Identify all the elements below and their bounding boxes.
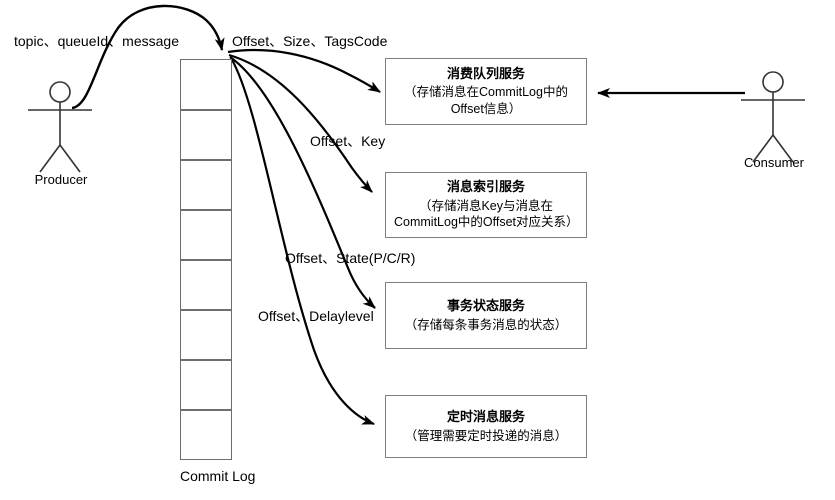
service-box-consume-queue[interactable]: 消费队列服务 （存储消息在CommitLog中的Offset信息） <box>385 58 587 125</box>
service-box-scheduled-message[interactable]: 定时消息服务 （管理需要定时投递的消息） <box>385 395 587 458</box>
service-title: 消费队列服务 <box>446 65 525 81</box>
commit-log-cell <box>180 160 232 210</box>
service-title: 消息索引服务 <box>446 179 525 195</box>
commit-log-cell <box>180 310 232 360</box>
service-box-transaction-state[interactable]: 事务状态服务 （存储每条事务消息的状态） <box>385 282 587 349</box>
flow-label-consume-queue: Offset、Size、TagsCode <box>232 33 388 49</box>
service-title: 事务状态服务 <box>446 297 525 313</box>
flow-label-schedule: Offset、Delaylevel <box>258 308 374 324</box>
consumer-label: Consumer <box>744 155 804 170</box>
commit-log-cell <box>180 210 232 260</box>
commit-log-label: Commit Log <box>180 468 256 484</box>
service-description: （存储消息在CommitLog中的Offset信息） <box>404 85 568 116</box>
service-description: （存储消息Key与消息在CommitLog中的Offset对应关系） <box>394 198 579 230</box>
producer-label: Producer <box>34 172 88 187</box>
arrow-commitlog-to-consume-queue <box>227 48 381 93</box>
commit-log-cell <box>180 59 232 110</box>
producer-figure <box>28 81 92 173</box>
flow-label-index: Offset、Key <box>310 133 386 149</box>
arrow-commitlog-to-scheduled-message <box>230 57 375 426</box>
arrow-producer-to-commitlog <box>71 4 225 110</box>
consumer-figure <box>741 71 805 163</box>
commit-log-cell <box>180 260 232 310</box>
service-description: （管理需要定时投递的消息） <box>404 428 568 443</box>
arrow-commitlog-to-transaction-state <box>229 56 376 309</box>
commit-log-cell <box>180 360 232 410</box>
flow-label-transaction: Offset、State(P/C/R) <box>285 250 416 266</box>
arrow-commitlog-to-message-index <box>228 53 373 193</box>
service-box-message-index[interactable]: 消息索引服务 （存储消息Key与消息在CommitLog中的Offset对应关系… <box>385 172 587 238</box>
commit-log-cell <box>180 410 232 460</box>
service-title: 定时消息服务 <box>446 408 525 424</box>
flow-label-produce: topic、queueId、message <box>14 33 179 49</box>
service-description: （存储每条事务消息的状态） <box>404 317 568 332</box>
commit-log-cell <box>180 110 232 160</box>
